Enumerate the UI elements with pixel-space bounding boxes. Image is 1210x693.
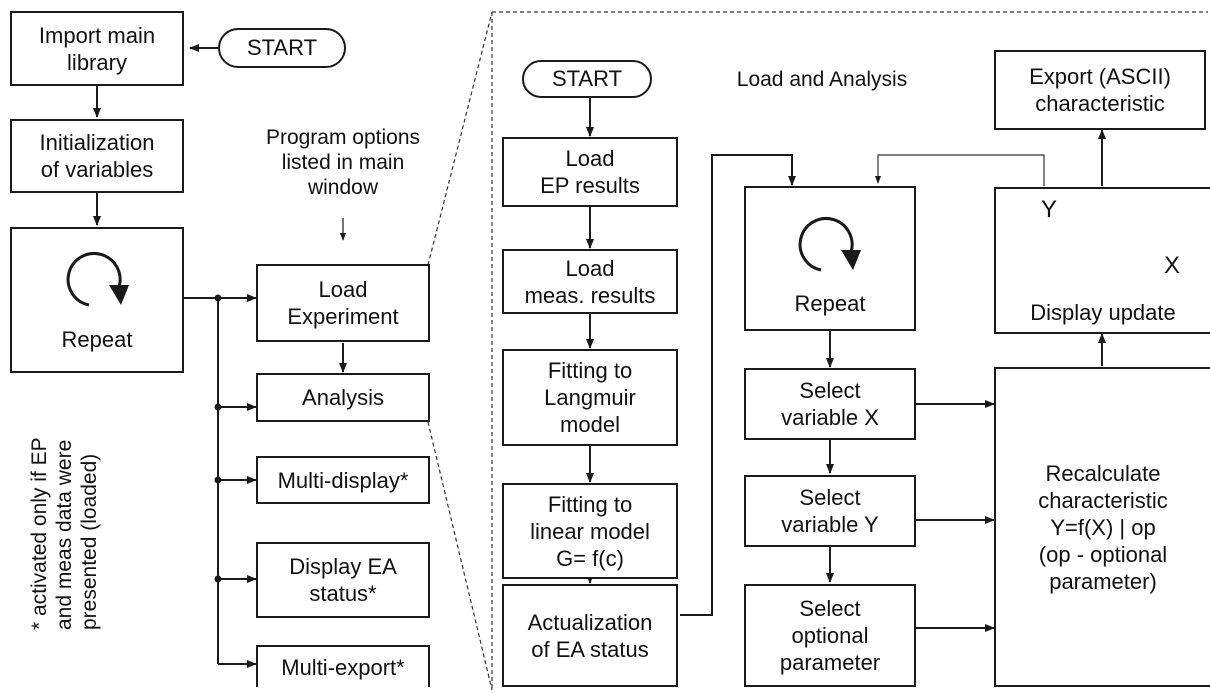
- recalculate-box: Recalculate characteristic Y=f(X) | op (…: [994, 367, 1210, 687]
- detail-start-terminal: START: [522, 60, 652, 98]
- option-multi-display[interactable]: Multi-display*: [256, 456, 430, 504]
- program-options-note: Program options listed in main window: [265, 126, 421, 199]
- option-multi-export[interactable]: Multi-export*: [256, 645, 430, 687]
- footnote-activation: * activated only if EP and meas data wer…: [28, 437, 101, 630]
- step-actualization: Actualization of EA status: [502, 584, 678, 687]
- option-load-experiment[interactable]: Load Experiment: [256, 264, 430, 342]
- step-load-ep: Load EP results: [502, 137, 678, 207]
- option-analysis[interactable]: Analysis: [256, 373, 430, 422]
- detail-zoom-outline: [427, 11, 1208, 691]
- option-display-ea-status[interactable]: Display EA status*: [256, 542, 430, 618]
- repeat-box: Repeat: [10, 227, 184, 373]
- start-terminal: START: [218, 28, 346, 68]
- select-variable-y[interactable]: Select variable Y: [744, 475, 916, 547]
- arrow-display-to-repeat: [875, 154, 1045, 186]
- arrow-actualization-to-repeat: [680, 154, 796, 616]
- step-fit-linear: Fitting to linear model G= f(c): [502, 483, 678, 579]
- step-load-meas: Load meas. results: [502, 249, 678, 314]
- select-optional-parameter[interactable]: Select optional parameter: [744, 584, 916, 687]
- chart-axis-x-label: X: [1163, 252, 1180, 279]
- detail-repeat-box: Repeat: [744, 186, 916, 331]
- export-ascii-box[interactable]: Export (ASCII) characteristic: [994, 50, 1206, 130]
- initialization-box: Initialization of variables: [10, 119, 184, 193]
- step-fit-langmuir: Fitting to Langmuir model: [502, 349, 678, 446]
- repeat-icon: [66, 252, 129, 307]
- select-variable-x[interactable]: Select variable X: [744, 368, 916, 440]
- chart-axis-y-label: Y: [1040, 196, 1057, 223]
- display-update-box: Display update: [994, 187, 1210, 334]
- detail-repeat-icon: [798, 217, 861, 272]
- detail-heading: Load and Analysis: [736, 68, 908, 91]
- start-label: START: [246, 35, 318, 60]
- import-library-box: Import main library: [10, 11, 184, 86]
